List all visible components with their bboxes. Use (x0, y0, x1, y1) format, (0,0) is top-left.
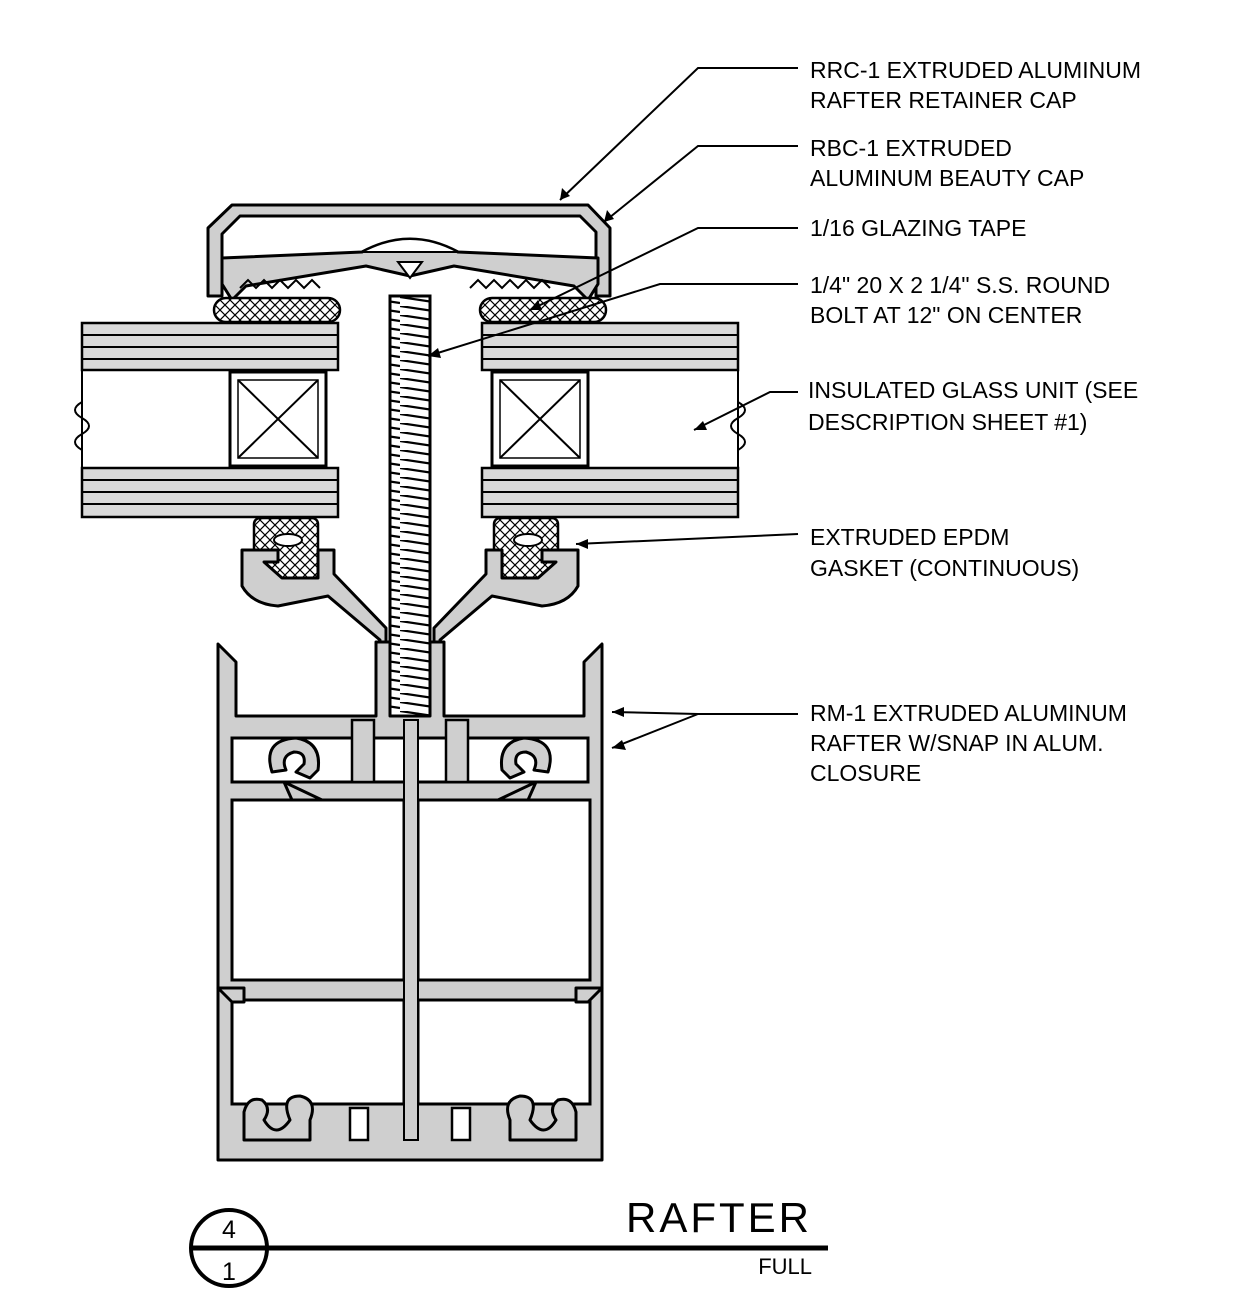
insulated-glass-unit-right (480, 321, 746, 519)
detail-scale: FULL (758, 1254, 812, 1279)
callout-rm1-line1: RM-1 EXTRUDED ALUMINUM (810, 700, 1127, 726)
detail-title: RAFTER (626, 1194, 812, 1241)
callout-rm1-line2: RAFTER W/SNAP IN ALUM. (810, 730, 1104, 756)
callout-rrc1-line2: RAFTER RETAINER CAP (810, 87, 1077, 113)
callout-bolt-line1: 1/4" 20 X 2 1/4" S.S. ROUND (810, 272, 1110, 298)
callout-gasket-line1: EXTRUDED EPDM (810, 524, 1009, 550)
callout-bolt-line2: BOLT AT 12" ON CENTER (810, 302, 1082, 328)
beauty-cap (206, 203, 612, 298)
pressure-plate (240, 548, 580, 718)
callout-gasket-line2: GASKET (CONTINUOUS) (810, 555, 1079, 581)
callout-rbc1-line2: ALUMINUM BEAUTY CAP (810, 165, 1084, 191)
insulated-glass-unit-left (74, 321, 340, 519)
title-block: 4 1 RAFTER FULL (189, 1194, 828, 1288)
rafter-mullion (216, 640, 604, 1162)
retainer-cap (220, 237, 600, 302)
callout-rrc1-line1: RRC-1 EXTRUDED ALUMINUM (810, 57, 1141, 83)
callout-glazing-tape: 1/16 GLAZING TAPE (810, 215, 1026, 241)
leader-lines (427, 67, 799, 750)
round-bolt (388, 294, 432, 718)
callout-igu-line1: INSULATED GLASS UNIT (SEE (808, 377, 1138, 403)
detail-number: 4 (222, 1216, 236, 1244)
sheet-number: 1 (222, 1258, 236, 1286)
glazing-tape (212, 296, 608, 324)
callout-rbc1-line1: RBC-1 EXTRUDED (810, 135, 1012, 161)
epdm-gasket (252, 516, 560, 582)
callout-rm1-line3: CLOSURE (810, 760, 921, 786)
callout-igu-line2: DESCRIPTION SHEET #1) (808, 409, 1087, 435)
